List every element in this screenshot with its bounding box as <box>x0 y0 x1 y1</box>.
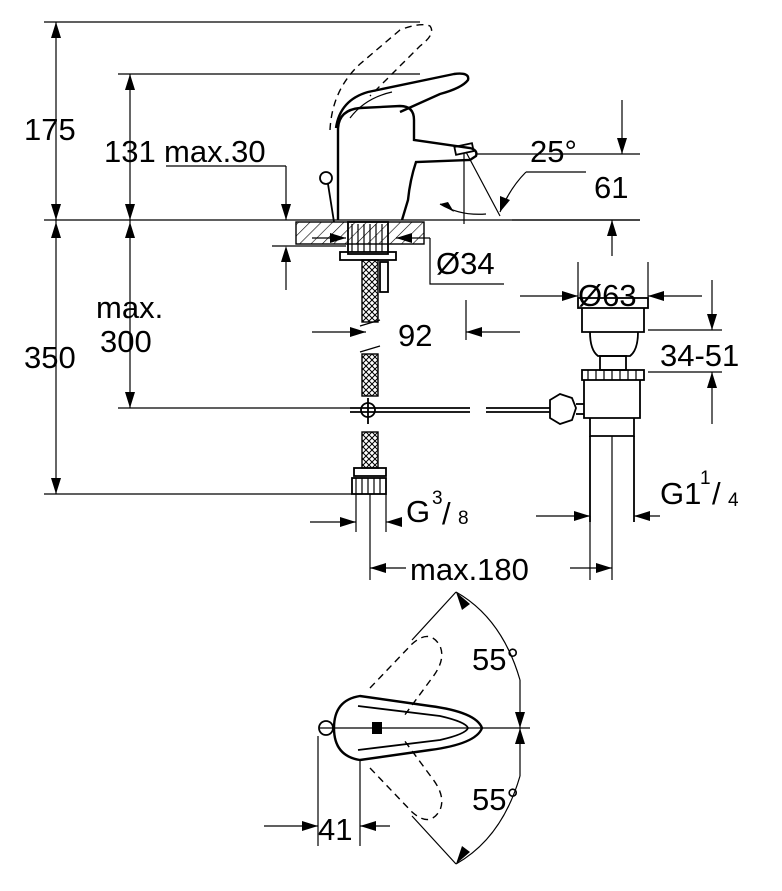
lever-left-position <box>369 635 443 717</box>
label-g1-slash: / <box>712 476 721 511</box>
label-41: 41 <box>318 812 352 847</box>
dimension-labels: 175 131 max.30 25° 61 Ø34 Ø63 max. 300 3… <box>24 112 739 847</box>
popup-knob-top <box>318 720 334 736</box>
indicator-mark <box>372 722 382 734</box>
lever-top-outline <box>357 705 469 751</box>
drain-nut-grip <box>587 370 637 380</box>
label-61: 61 <box>594 170 628 205</box>
lever-raised-outline <box>329 23 433 131</box>
label-g1-num: 1 <box>700 468 711 489</box>
dimension-lines <box>44 21 722 580</box>
label-34-51: 34-51 <box>660 338 739 373</box>
drain-body-upper <box>589 331 639 357</box>
flex-hose-lower <box>361 431 379 469</box>
drain-plug-top <box>577 297 649 309</box>
shank <box>347 221 389 255</box>
popup-rod <box>327 183 335 223</box>
hose-nut-top <box>353 467 387 477</box>
hose-nut <box>351 477 387 495</box>
label-175: 175 <box>24 112 76 147</box>
label-max180: max.180 <box>410 552 529 587</box>
drain-flange <box>581 308 645 333</box>
waste-drain <box>549 297 649 522</box>
drain-tail <box>589 418 635 437</box>
label-g38-den: 8 <box>458 508 469 529</box>
label-25-deg: 25° <box>530 134 577 169</box>
drain-body <box>583 380 641 419</box>
label-max: max. <box>96 290 163 325</box>
label-350: 350 <box>24 340 76 375</box>
label-d34: Ø34 <box>436 246 495 281</box>
faucet-top-view <box>264 591 530 865</box>
flex-hose-middle <box>361 353 379 397</box>
popup-knob <box>319 171 333 185</box>
label-55-bottom: 55° <box>472 782 519 817</box>
label-max30: max.30 <box>164 134 266 169</box>
label-92: 92 <box>398 318 432 353</box>
aerator <box>453 142 475 156</box>
shank-threads <box>351 224 383 252</box>
lever-right-position <box>369 739 443 821</box>
faucet-side-view <box>44 23 640 495</box>
label-g38-slash: / <box>442 496 451 531</box>
label-d63: Ø63 <box>578 278 637 313</box>
label-g38: G <box>406 494 430 529</box>
label-g1: G1 <box>660 476 701 511</box>
label-g38-num: 3 <box>432 488 443 509</box>
hose-fitting <box>379 261 389 293</box>
label-300: 300 <box>100 324 152 359</box>
hose-break <box>359 319 381 353</box>
label-131: 131 <box>104 134 156 169</box>
drain-neck <box>599 355 627 371</box>
rod-pivot-nut <box>549 393 577 425</box>
label-g1-den: 4 <box>728 490 739 511</box>
faucet-lever <box>334 72 470 129</box>
lever-highlight <box>349 91 393 119</box>
label-55-top: 55° <box>472 642 519 677</box>
faucet-body <box>336 104 478 221</box>
drain-nut <box>581 369 645 381</box>
faucet-top-body <box>332 694 484 762</box>
flex-hose-upper <box>361 259 379 323</box>
hose-nut-grip <box>355 478 381 494</box>
